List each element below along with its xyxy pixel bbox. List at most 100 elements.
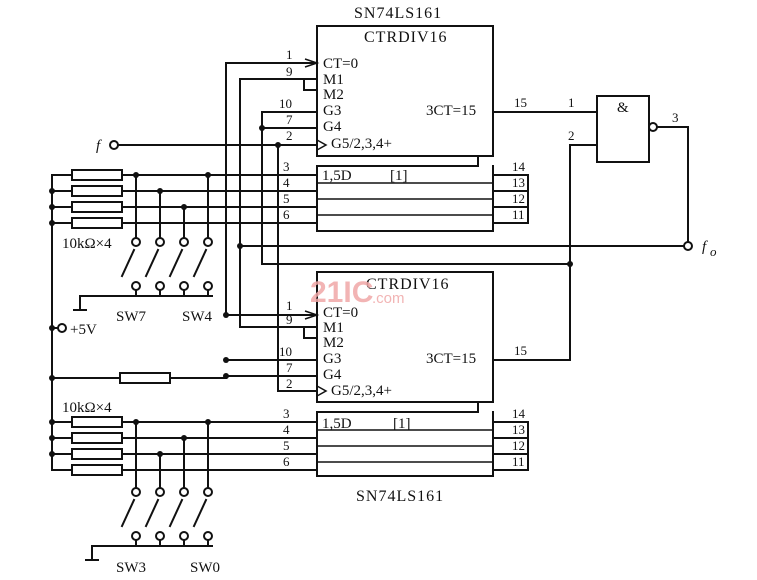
top-m1-label: M1 — [323, 72, 344, 88]
bottom-ic-data-block — [316, 401, 494, 477]
top-pin-2: 2 — [286, 128, 293, 143]
top-pin-6: 6 — [283, 207, 290, 222]
sw0-label: SW0 — [190, 560, 220, 576]
top-data-inputs: 3 4 5 6 10kΩ×4 — [49, 159, 318, 379]
top-pin-7: 7 — [286, 112, 293, 127]
supply-terminal[interactable] — [57, 323, 67, 333]
sw6-top-contact[interactable] — [155, 237, 165, 247]
bottom-resistor-label: 10kΩ×4 — [62, 400, 112, 416]
bottom-m2-label: M2 — [323, 335, 344, 351]
bottom-g5-label: G5/2,3,4+ — [331, 383, 392, 399]
sw4-label: SW4 — [182, 309, 213, 325]
bottom-g3-label: G3 — [323, 351, 341, 367]
and-symbol: & — [617, 100, 629, 116]
ct-bus — [225, 62, 318, 316]
top-pin-14: 14 — [512, 159, 526, 174]
bottom-ic-part: SN74LS161 — [356, 488, 444, 505]
bottom-ic-name: CTRDIV16 — [366, 276, 450, 293]
top-clock-symbol — [316, 139, 328, 151]
bottom-pin-1: 1 — [286, 298, 293, 313]
bottom-pin-5: 5 — [283, 438, 290, 453]
top-pin-11: 11 — [512, 207, 525, 222]
bottom-resistor-3 — [71, 448, 123, 460]
bottom-pin-10: 10 — [279, 344, 292, 359]
top-pin-9: 9 — [286, 64, 293, 79]
bottom-box-label: [1] — [393, 416, 411, 432]
bottom-data-inputs: 10kΩ×4 3 4 5 6 — [49, 400, 318, 476]
top-resistor-label: 10kΩ×4 — [62, 236, 112, 252]
sw2-top-contact[interactable] — [155, 487, 165, 497]
bottom-pin-9: 9 — [286, 312, 293, 327]
top-ic-control-block — [316, 25, 494, 157]
top-pin-3: 3 — [283, 159, 290, 174]
bottom-outputs: 14 13 12 11 — [492, 406, 529, 471]
top-ic-name: CTRDIV16 — [364, 29, 448, 46]
top-carry-label: 3CT=15 — [426, 103, 476, 119]
top-m2-label: M2 — [323, 87, 344, 103]
top-pin-5: 5 — [283, 191, 290, 206]
bottom-pin-13: 13 — [512, 422, 525, 437]
sw7-top-contact[interactable] — [131, 237, 141, 247]
bottom-carry-label: 3CT=15 — [426, 351, 476, 367]
top-g5-label: G5/2,3,4+ — [331, 136, 392, 152]
bottom-ct-label: CT=0 — [323, 305, 358, 321]
bottom-resistor-4 — [71, 464, 123, 476]
gate-pin-3: 3 — [672, 110, 679, 125]
watermark-logo: 21IC — [310, 276, 373, 309]
g4-pullup-resistor — [119, 372, 171, 384]
top-g4-label: G4 — [323, 119, 342, 135]
sw3-label: SW3 — [116, 560, 146, 576]
bottom-clock-symbol — [316, 385, 328, 397]
top-pin-10: 10 — [279, 96, 292, 111]
bottom-pin-11: 11 — [512, 454, 525, 469]
bottom-pin-4: 4 — [283, 422, 290, 437]
input-terminal[interactable] — [109, 140, 119, 150]
top-resistor-3 — [71, 201, 123, 213]
gate-pin-1: 1 — [568, 95, 575, 110]
output-subscript: o — [710, 244, 717, 259]
sw4-top-contact[interactable] — [203, 237, 213, 247]
top-ic: SN74LS161 CTRDIV16 CT=0 M1 M2 G3 G4 G5/2… — [316, 5, 494, 232]
top-g3-label: G3 — [323, 103, 341, 119]
bottom-carry-wire — [492, 144, 571, 361]
top-ic-part: SN74LS161 — [354, 5, 442, 22]
supply-label: +5V — [70, 322, 97, 338]
top-pin-12: 12 — [512, 191, 525, 206]
bottom-pin-14: 14 — [512, 406, 526, 421]
bottom-pin-2: 2 — [286, 376, 293, 391]
watermark: 21IC .com — [310, 276, 405, 309]
bottom-switch-bank[interactable]: SW3 SW0 — [85, 419, 220, 576]
bottom-resistor-1 — [71, 416, 123, 428]
top-switch-bank[interactable]: SW7 SW4 — [73, 172, 213, 325]
top-resistor-1 — [71, 169, 123, 181]
sw0-top-contact[interactable] — [203, 487, 213, 497]
bottom-d-label: 1,5D — [322, 416, 352, 432]
sw3-top-contact[interactable] — [131, 487, 141, 497]
output-label: f — [702, 239, 708, 255]
output-terminal[interactable] — [683, 241, 693, 251]
bottom-g4-label: G4 — [323, 367, 342, 383]
bottom-resistor-2 — [71, 432, 123, 444]
top-pin-15: 15 — [514, 95, 527, 110]
top-d-label: 1,5D — [322, 168, 352, 184]
sw1-top-contact[interactable] — [179, 487, 189, 497]
bottom-m1-label: M1 — [323, 320, 344, 336]
bottom-pin-12: 12 — [512, 438, 525, 453]
top-resistor-2 — [71, 185, 123, 197]
sw5-top-contact[interactable] — [179, 237, 189, 247]
top-outputs: 14 13 12 11 — [492, 159, 529, 224]
bottom-pin-6: 6 — [283, 454, 290, 469]
sw7-label: SW7 — [116, 309, 147, 325]
bottom-pin-3: 3 — [283, 406, 290, 421]
bottom-pin-15: 15 — [514, 343, 527, 358]
input-label: f — [96, 138, 102, 154]
watermark-sub: .com — [372, 290, 405, 307]
and-gate: & 1 2 3 15 — [492, 95, 689, 247]
top-pin-4: 4 — [283, 175, 290, 190]
top-pin-1: 1 — [286, 47, 293, 62]
bottom-pin-7: 7 — [286, 360, 293, 375]
top-box-label: [1] — [390, 168, 408, 184]
top-pin-13: 13 — [512, 175, 525, 190]
